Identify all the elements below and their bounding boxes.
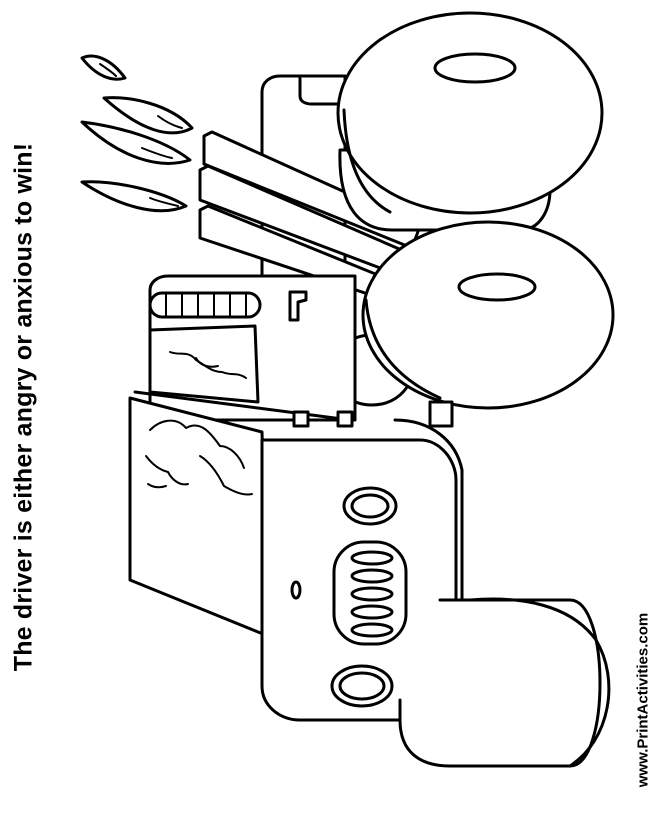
front-left-wheel [398,597,611,768]
truck-front [260,400,464,722]
exhaust-flames [80,54,194,213]
front-right-wheel [330,220,615,410]
coloring-page-caption: The driver is either angry or anxious to… [9,142,38,672]
rear-right-wheel [336,11,604,232]
site-watermark: www.PrintActivities.com [634,612,652,788]
